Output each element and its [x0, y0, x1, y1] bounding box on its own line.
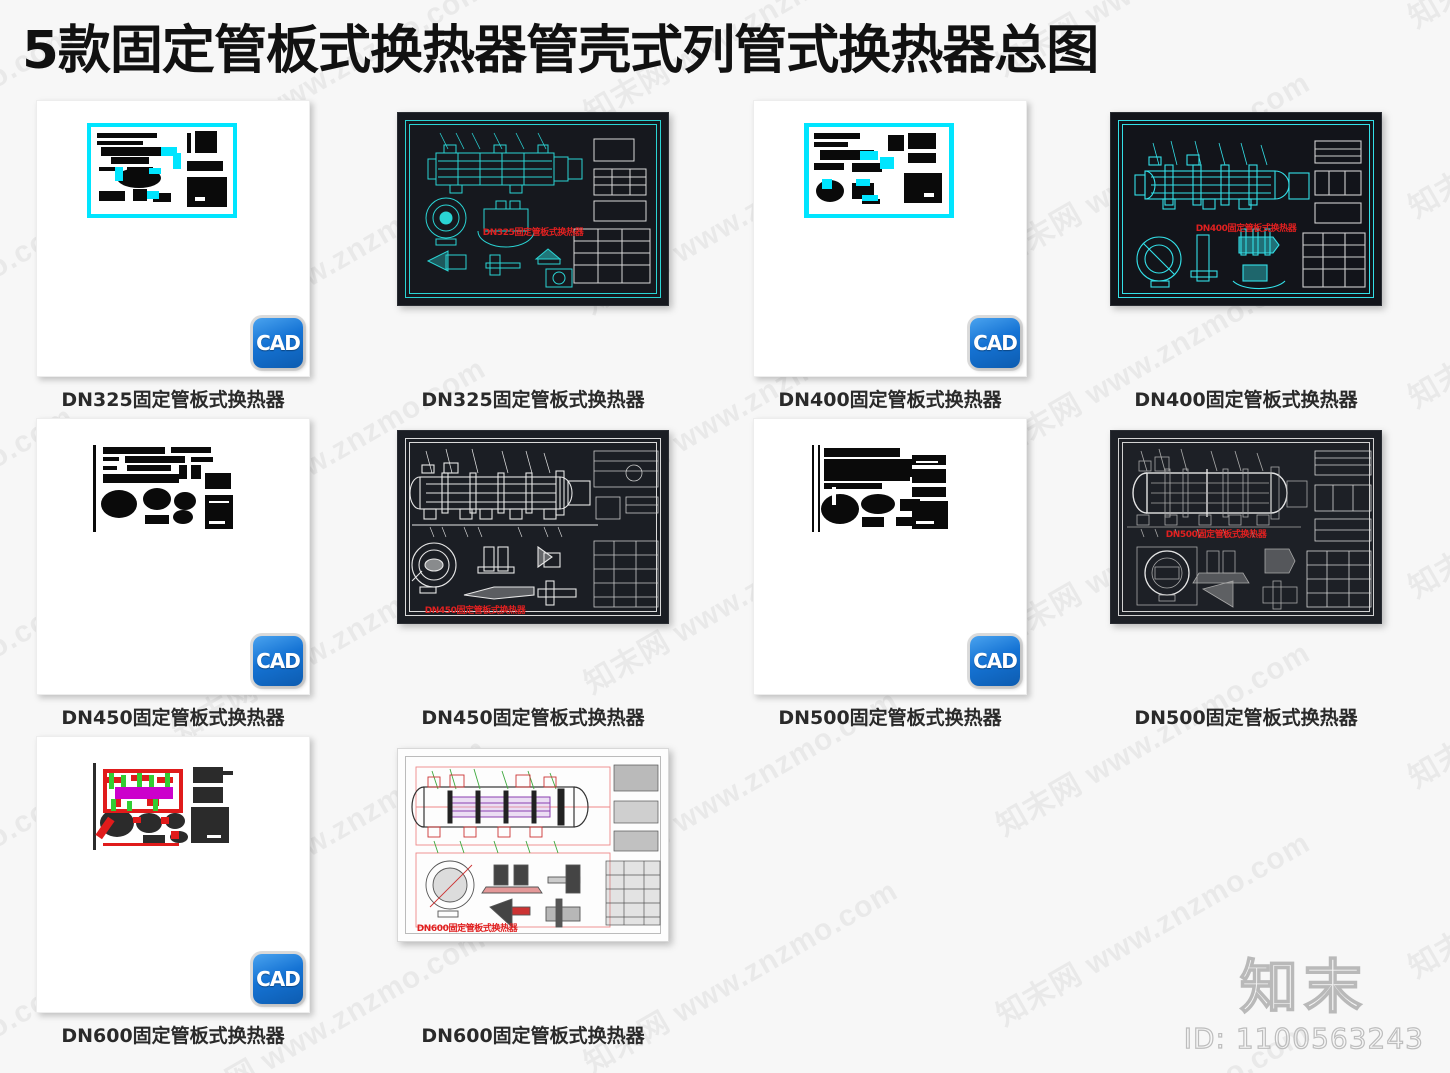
- drawing-vector: [411, 764, 661, 929]
- drawing-border-outer: [405, 756, 661, 934]
- thumbnail-preview: [804, 123, 954, 218]
- file-card[interactable]: CAD: [36, 418, 310, 695]
- cad-badge-label: CAD: [256, 649, 301, 673]
- item-dn600-file[interactable]: CAD DN600固定管板式换热器: [36, 736, 310, 1047]
- cad-drawing-preview[interactable]: DN500固定管板式换热器: [1110, 430, 1382, 624]
- drawing-vector: [1127, 448, 1372, 610]
- item-dn500-drawing[interactable]: DN500固定管板式换热器 DN500固定管板式换热器: [1110, 430, 1382, 729]
- item-caption: DN325固定管板式换热器: [61, 389, 285, 411]
- item-caption: DN500固定管板式换热器: [1134, 707, 1358, 729]
- thumbnail-preview: [87, 123, 237, 218]
- drawing-title-label: DN400固定管板式换热器: [1195, 224, 1297, 234]
- page-title: 5款固定管板式换热器管壳式列管式换热器总图: [22, 21, 1099, 81]
- file-card[interactable]: CAD: [753, 100, 1027, 377]
- grid-row: CAD DN600固定管板式换热器: [0, 736, 1450, 1054]
- item-dn500-file[interactable]: CAD DN500固定管板式换热器: [753, 418, 1027, 729]
- thumbnail-preview: [87, 441, 237, 536]
- drawing-border-outer: [405, 438, 661, 616]
- drawing-title-label: DN500固定管板式换热器: [1165, 530, 1267, 540]
- drawing-border-inner: [409, 442, 657, 612]
- drawing-vector: [409, 448, 659, 608]
- cad-badge-icon: CAD: [253, 318, 303, 368]
- item-dn450-file[interactable]: CAD DN450固定管板式换热器: [36, 418, 310, 729]
- item-caption: DN500固定管板式换热器: [778, 707, 1002, 729]
- cad-drawing-preview[interactable]: DN400固定管板式换热器: [1110, 112, 1382, 306]
- drawing-title-label: DN325固定管板式换热器: [482, 228, 584, 238]
- drawing-border-inner: [1122, 442, 1370, 612]
- drawing-border-outer: [405, 120, 661, 298]
- drawing-border-outer: [1118, 120, 1374, 298]
- brand-watermark: 知末 ID: 1100563243: [1183, 953, 1424, 1055]
- file-card[interactable]: CAD: [753, 418, 1027, 695]
- cad-badge-label: CAD: [256, 967, 301, 991]
- cad-drawing-preview[interactable]: DN325固定管板式换热器: [397, 112, 669, 306]
- item-dn325-drawing[interactable]: DN325固定管板式换热器 DN325固定管板式换热器: [397, 112, 669, 411]
- thumbnail-grid: CAD DN325固定管板式换热器: [0, 100, 1450, 1054]
- thumbnail-preview: [87, 759, 237, 854]
- item-dn400-file[interactable]: CAD DN400固定管板式换热器: [753, 100, 1027, 411]
- cad-drawing-preview[interactable]: DN450固定管板式换热器: [397, 430, 669, 624]
- item-dn600-drawing[interactable]: DN600固定管板式换热器 DN600固定管板式换热器: [397, 748, 669, 1047]
- file-card[interactable]: CAD: [36, 736, 310, 1013]
- drawing-vector: [425, 132, 651, 288]
- cad-badge-label: CAD: [973, 331, 1018, 355]
- drawing-border-inner: [409, 124, 657, 294]
- cad-drawing-preview[interactable]: DN600固定管板式换热器: [397, 748, 669, 942]
- thumbnail-preview: [804, 441, 954, 536]
- cad-badge-label: CAD: [256, 331, 301, 355]
- drawing-border-inner: [1122, 124, 1370, 294]
- item-dn325-file[interactable]: CAD DN325固定管板式换热器: [36, 100, 310, 411]
- item-caption: DN600固定管板式换热器: [61, 1025, 285, 1047]
- grid-row: CAD DN325固定管板式换热器: [0, 100, 1450, 418]
- item-dn450-drawing[interactable]: DN450固定管板式换热器 DN450固定管板式换热器: [397, 430, 669, 729]
- item-caption: DN400固定管板式换热器: [778, 389, 1002, 411]
- grid-row: CAD DN450固定管板式换热器: [0, 418, 1450, 736]
- brand-id: ID: 1100563243: [1183, 1021, 1424, 1055]
- drawing-vector: [1134, 140, 1366, 290]
- item-caption: DN450固定管板式换热器: [61, 707, 285, 729]
- cad-badge-icon: CAD: [970, 636, 1020, 686]
- item-caption: DN325固定管板式换热器: [421, 389, 645, 411]
- item-dn400-drawing[interactable]: DN400固定管板式换热器 DN400固定管板式换热器: [1110, 112, 1382, 411]
- cad-badge-icon: CAD: [253, 636, 303, 686]
- cad-badge-label: CAD: [973, 649, 1018, 673]
- cad-badge-icon: CAD: [253, 954, 303, 1004]
- item-caption: DN400固定管板式换热器: [1134, 389, 1358, 411]
- file-card[interactable]: CAD: [36, 100, 310, 377]
- drawing-border-outer: [1118, 438, 1374, 616]
- drawing-title-label: DN450固定管板式换热器: [424, 606, 526, 616]
- drawing-title-label: DN600固定管板式换热器: [416, 924, 518, 934]
- item-caption: DN600固定管板式换热器: [421, 1025, 645, 1047]
- item-caption: DN450固定管板式换热器: [421, 707, 645, 729]
- brand-name: 知末: [1239, 953, 1368, 1021]
- cad-badge-icon: CAD: [970, 318, 1020, 368]
